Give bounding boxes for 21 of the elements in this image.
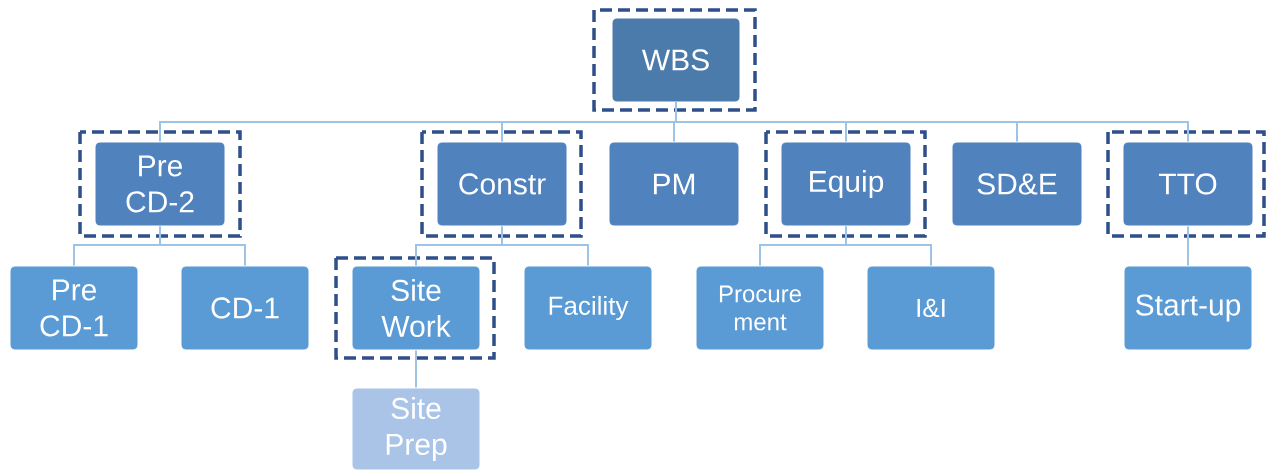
connector-line	[675, 101, 1189, 143]
connector-line	[845, 225, 932, 267]
wbs-box: Pre CD-2	[94, 141, 226, 227]
connector-line	[159, 225, 246, 267]
wbs-box: Site Prep	[351, 387, 481, 470]
wbs-box: TTO	[1122, 141, 1254, 227]
connector-line	[415, 349, 417, 389]
wbs-box: WBS	[611, 17, 741, 103]
wbs-box: CD-1	[180, 265, 310, 351]
wbs-box: Site Work	[351, 265, 481, 351]
wbs-box: Facility	[523, 265, 653, 351]
wbs-box: Start-up	[1123, 265, 1253, 351]
wbs-box: Constr	[436, 141, 568, 227]
wbs-box: SD&E	[951, 141, 1083, 227]
wbs-box: PM	[608, 141, 740, 227]
wbs-box: Procure ment	[695, 265, 825, 351]
wbs-box: Equip	[780, 141, 912, 227]
wbs-box: Pre CD-1	[9, 265, 139, 351]
wbs-box: I&I	[866, 265, 996, 351]
connector-line	[501, 225, 589, 267]
connector-line	[1187, 225, 1189, 267]
